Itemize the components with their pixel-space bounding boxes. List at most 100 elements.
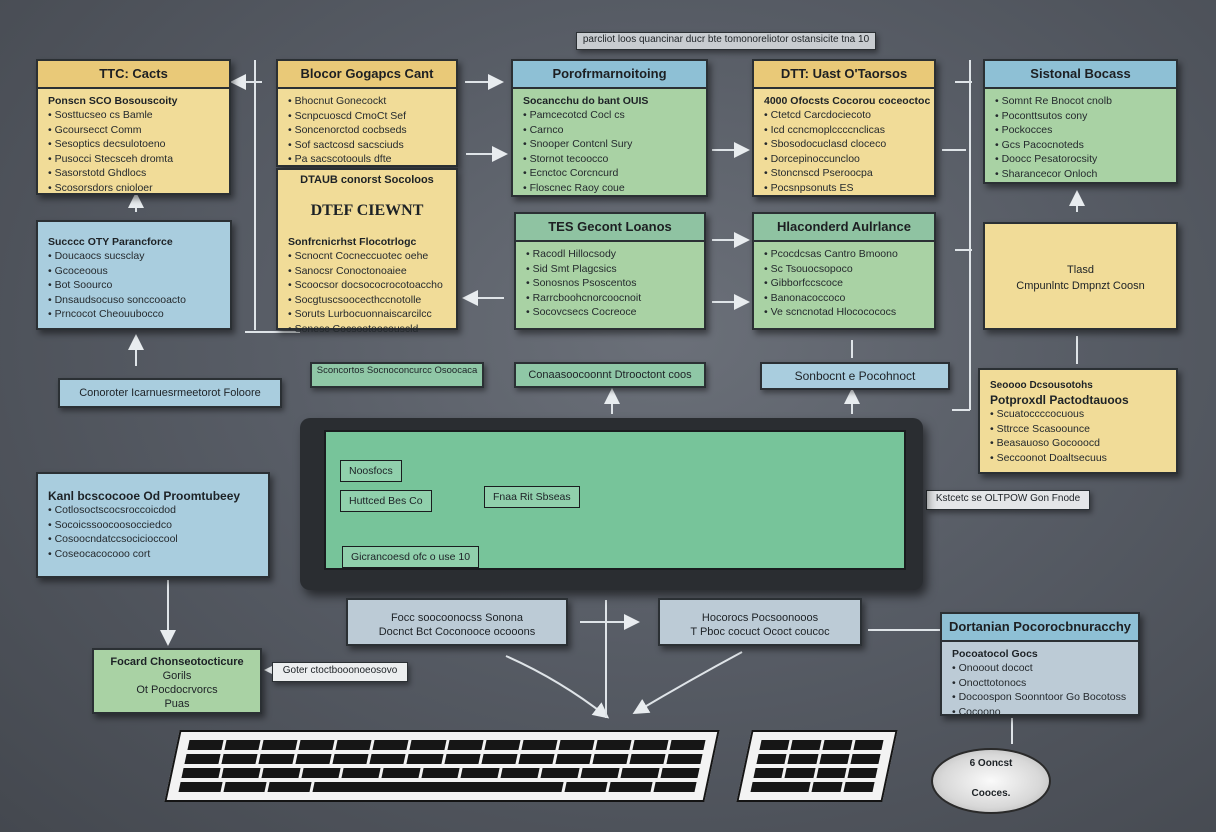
list-item: Gcs Pacocnoteds	[995, 138, 1166, 153]
perf-monitoring-lead: Socancchu do bant OUIS	[523, 95, 649, 107]
list-item: Gcoursecct Comm	[48, 123, 219, 138]
list-item: Ctetcd Carcdociecoto	[764, 108, 924, 123]
screen-note-1: Noosfocs	[340, 460, 402, 482]
list-item: Onocttotonocs	[952, 676, 1128, 691]
hlaconderd-title: Hlaconderd Aulrlance	[754, 214, 934, 242]
list-item: Pusocci Stecsceh dromta	[48, 152, 219, 167]
list-item: Sid Smt Plagcsics	[526, 262, 694, 277]
list-item: Sasorstotd Ghdlocs	[48, 166, 219, 181]
center2b-line: T Pboc cocuct Ococt coucoc	[690, 626, 830, 638]
list-item: Sonosnos Psoscentos	[526, 276, 694, 291]
list-item: Carnco	[523, 123, 696, 138]
dortanian-title: Dortanian Pocorocbnuracchy	[942, 614, 1138, 642]
dortanian-box: Dortanian Pocorocbnuracchy Pocoatocol Go…	[940, 612, 1140, 718]
list-item: Onooout dococt	[952, 661, 1128, 676]
fored-box: Focard Chonseotocticure Gorils Ot Pocdoc…	[92, 648, 262, 714]
list-item: Scnpcuoscd CmoCt Sef	[288, 109, 446, 124]
list-item: Socgtuscsoocecthccnotolle	[288, 293, 446, 308]
list-item: Sesoptics decsulotoeno	[48, 137, 219, 152]
screen-note-4: Gicrancoesd ofc o use 10	[342, 546, 480, 568]
potprod-lead: Seoooo Dcsousotohs	[990, 380, 1093, 391]
perf-monitoring-box: Porofrmarnoitoing Socancchu do bant OUIS…	[511, 59, 708, 197]
list-item: Scnocnt Cocneccuotec oehe	[288, 249, 446, 264]
ttc-cacts-title: TTC: Cacts	[38, 61, 229, 89]
list-item: Cosoocndatccsocicioccool	[48, 532, 258, 547]
list-item: Pamcecotcd Cocl cs	[523, 108, 696, 123]
dortanian-lead: Pocoatocol Gocs	[952, 648, 1038, 660]
fored-line4: Puas	[164, 698, 190, 710]
sistonal-bocass-title: Sistonal Bocass	[985, 61, 1176, 89]
tes-gecont-box: TES Gecont Loanos Racodl Hillocsody Sid …	[514, 212, 706, 330]
list-item: Gcoceoous	[48, 264, 220, 279]
list-item: Docoospon Soonntoor Go Bocotoss	[952, 690, 1128, 705]
list-item: Pcocdcsas Cantro Bmoono	[764, 247, 924, 262]
list-item: Socovcsecs Cocreoce	[526, 305, 694, 320]
list-item: Stoncnscd Pseroocpa	[764, 166, 924, 181]
list-item: Soncenorctod cocbseds	[288, 123, 446, 138]
potprod-panel-box: Seoooo Dcsousotohs Potproxdl Pactodtauoo…	[978, 368, 1178, 474]
list-item: Ve scncnotad Hlococococs	[764, 305, 924, 320]
center1-line: Focc soocoonocss Sonona	[390, 612, 524, 624]
fored-line3: Ot Pocdocrvorcs	[136, 684, 218, 696]
list-item: Scoocsor docsococrocotoaccho	[288, 278, 446, 293]
subnoti-label: Sonbocnt e Pocohnoct	[760, 362, 950, 390]
list-item: Sonesc Cocsootoocouscld	[288, 322, 446, 337]
disk-label-1: 6 Ooncst	[969, 758, 1013, 769]
ttc-cacts-box: TTC: Cacts Ponscn SCO Bosouscoity Sosttu…	[36, 59, 231, 195]
list-item: Cocoono	[952, 705, 1128, 720]
list-item: Floscnec Raoy coue	[523, 181, 696, 196]
list-item: Gibborfccscoce	[764, 276, 924, 291]
corrector-label: Conoroter Icarnuesrmeetorot Foloore	[58, 378, 282, 408]
list-item: Pa sacscotoouls dfte	[288, 152, 446, 167]
list-item: Doucaocs sucsclay	[48, 249, 220, 264]
list-item: Rarrcboohcnorcoocnoit	[526, 291, 694, 306]
list-item: Cotlosoctscocsroccoicdod	[48, 503, 258, 518]
top-banner: parcliot loos quancinar ducr bte tomonor…	[576, 32, 876, 50]
list-item: Ecnctoc Corcncurd	[523, 166, 696, 181]
list-item: Poconttsutos cony	[995, 109, 1166, 124]
keyboard-numpad	[736, 730, 898, 802]
list-item: Sttrcce Scasoounce	[990, 422, 1166, 437]
list-item: Icd ccncmoplccccnclicas	[764, 123, 924, 138]
disk-label-2: Cooces.	[971, 788, 1011, 799]
list-item: Scosorsdors cnioloer	[48, 181, 219, 196]
list-item: Bot Soourco	[48, 278, 220, 293]
list-item: Coseocacocooo cort	[48, 547, 258, 562]
list-item: Sof sactcosd sacsciuds	[288, 138, 446, 153]
list-item: Somnt Re Bnocot cnolb	[995, 94, 1166, 109]
center1b-line: Docnct Bct Coconooce ocooons	[378, 626, 536, 638]
dtef-client-title: DTEF CIEWNT	[310, 202, 424, 219]
screen-note-3: Fnaa Rit Sbseas	[484, 486, 580, 508]
list-item: Sc Tsouocsopoco	[764, 262, 924, 277]
monitor-screen: Noosfocs Huttced Bes Co Fnaa Rit Sbseas …	[324, 430, 906, 570]
fast-panel-line1: Tlasd	[1067, 264, 1094, 276]
hlaconderd-box: Hlaconderd Aulrlance Pcocdcsas Cantro Bm…	[752, 212, 936, 330]
list-item: Seccoonot Doaltsecuus	[990, 451, 1166, 466]
list-item: Racodl Hillocsody	[526, 247, 694, 262]
center-box-2: Hocorocs Pocsoonooos T Pboc cocuct Ococt…	[658, 598, 862, 646]
list-item: Sosttucseo cs Bamle	[48, 108, 219, 123]
center-box-1: Focc soocoonocss Sonona Docnct Bct Cocon…	[346, 598, 568, 646]
list-item: Bhocnut Gonecockt	[288, 94, 446, 109]
list-item: Sanocsr Conoctonoaiee	[288, 264, 446, 279]
list-item: Prncocot Cheouubocco	[48, 307, 220, 322]
list-item: Sbosodocuclasd cloceco	[764, 137, 924, 152]
list-item: Soruts Lurbocuonnaiscarcilcc	[288, 307, 446, 322]
list-item: Pockocces	[995, 123, 1166, 138]
ttc-cacts-lead: Ponscn SCO Bosouscoity	[48, 95, 178, 107]
dtt-ostants-title: DTT: Uast O'Taorsos	[754, 61, 934, 89]
list-item: Scuatoccccocuous	[990, 407, 1166, 422]
screen-note-2: Huttced Bes Co	[340, 490, 432, 512]
fast-panel-line2: Cmpunlntc Dmpnzt Coosn	[1016, 280, 1145, 292]
list-item: Beasauoso Gocooocd	[990, 436, 1166, 451]
kanl-box: Kanl bcscocooe Od Proomtubeey Cotlosocts…	[36, 472, 270, 578]
disk-icon: 6 Ooncst Cooces.	[931, 748, 1051, 814]
list-item: Dnsaudsocuso sonccooacto	[48, 293, 220, 308]
monitor: Noosfocs Huttced Bes Co Fnaa Rit Sbseas …	[300, 418, 923, 590]
list-item: Doocc Pesatorocsity	[995, 152, 1166, 167]
green-strip-label: Sconcortos Socnoconcurcc Osoocaca	[310, 362, 484, 388]
list-item: Stornot tecoocco	[523, 152, 696, 167]
list-item: Dorcepinoccuncloo	[764, 152, 924, 167]
keyboard-main	[164, 730, 720, 802]
green-strip2-label: Conaasoocoonnt Dtrooctont coos	[514, 362, 706, 388]
